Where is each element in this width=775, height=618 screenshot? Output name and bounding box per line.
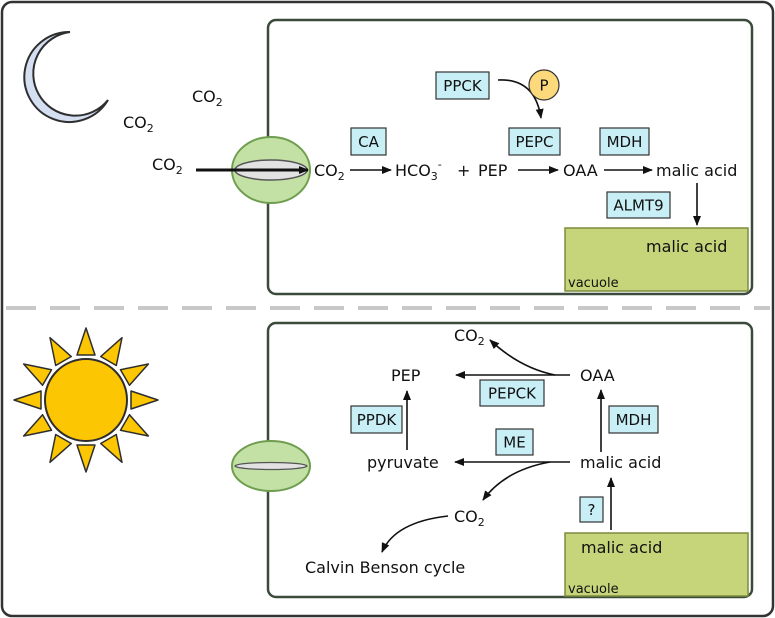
svg-text:P: P — [539, 77, 548, 95]
vacuole-label-night: vacuole — [568, 276, 619, 291]
sun-ray — [99, 336, 123, 367]
enzyme-pepck — [479, 379, 545, 407]
hco3: HCO3- — [395, 158, 442, 183]
moon-icon — [23, 30, 109, 123]
co2-outside-2: CO2 — [123, 113, 154, 135]
enzyme-almt9-label: ALMT9 — [613, 197, 663, 215]
enzyme-ca-label: CA — [358, 133, 379, 151]
sun-ray — [22, 363, 53, 387]
plus-sign: + — [457, 161, 470, 180]
enzyme-ppck — [435, 71, 490, 100]
day-panel: malic acid vacuole ? malic acid OAA MDH … — [13, 321, 754, 599]
enzyme-almt9 — [606, 191, 671, 219]
pep-night: PEP — [478, 161, 508, 180]
vacuole-malic-day: malic acid — [581, 538, 662, 557]
sun-ray — [119, 363, 150, 387]
sun-ray — [99, 433, 123, 464]
co2-inside: CO2 — [314, 161, 345, 183]
enzyme-ppdk — [350, 405, 403, 434]
vacuole-malic-night: malic acid — [646, 237, 727, 256]
arrow-malic-to-co2 — [482, 461, 551, 501]
enzyme-unknown-transporter — [579, 496, 604, 523]
enzyme-me-label: ME — [503, 434, 525, 452]
enzyme-ca — [350, 127, 387, 156]
sun-ray — [76, 444, 96, 473]
arrow-oaa-to-co2 — [489, 339, 556, 376]
enzyme-mdh-day — [608, 405, 659, 434]
night-vacuole — [564, 227, 749, 292]
sun-ray — [49, 336, 73, 367]
malic-acid-night: malic acid — [656, 161, 737, 180]
co2-day-top: CO2 — [454, 326, 485, 348]
pyruvate: pyruvate — [367, 453, 439, 472]
sun-ray — [13, 390, 42, 410]
stomata-closed-icon — [231, 440, 311, 492]
enzyme-pepc — [508, 127, 561, 156]
enzyme-ppck-label: PPCK — [443, 77, 483, 95]
sun-ray — [22, 413, 53, 437]
enzyme-ppdk-label: PPDK — [357, 411, 398, 429]
calvin-cycle: Calvin Benson cycle — [305, 558, 465, 577]
sun-ray — [119, 413, 150, 437]
enzyme-mdh-night-label: MDH — [607, 133, 643, 151]
sun-icon — [13, 327, 159, 473]
enzyme-mdh-day-label: MDH — [616, 411, 652, 429]
sun-ray — [130, 390, 159, 410]
enzyme-unknown-label: ? — [588, 501, 596, 519]
co2-outside-1: CO2 — [192, 87, 223, 109]
enzyme-pepck-label: PEPCK — [488, 385, 537, 403]
sun-ray — [76, 327, 96, 356]
night-panel: CO2 CO2 CO2 CO2 HCO3- + PEP OAA malic ac… — [23, 18, 754, 296]
oaa-day: OAA — [580, 366, 615, 385]
arrow-co2-to-calvin — [381, 515, 449, 553]
co2-outside-3: CO2 — [152, 155, 183, 177]
enzyme-pepc-label: PEPC — [515, 133, 553, 151]
enzyme-mdh-night — [599, 127, 650, 156]
day-vacuole — [564, 532, 749, 597]
arrow-phosphorylation — [497, 79, 544, 119]
malic-acid-day: malic acid — [580, 453, 661, 472]
oaa-night: OAA — [563, 161, 598, 180]
enzyme-me — [495, 428, 534, 456]
pep-day: PEP — [391, 366, 421, 385]
phosphate-icon: P — [528, 69, 560, 101]
co2-day-bottom: CO2 — [454, 507, 485, 529]
sun-ray — [49, 433, 73, 464]
vacuole-label-day: vacuole — [568, 582, 619, 597]
